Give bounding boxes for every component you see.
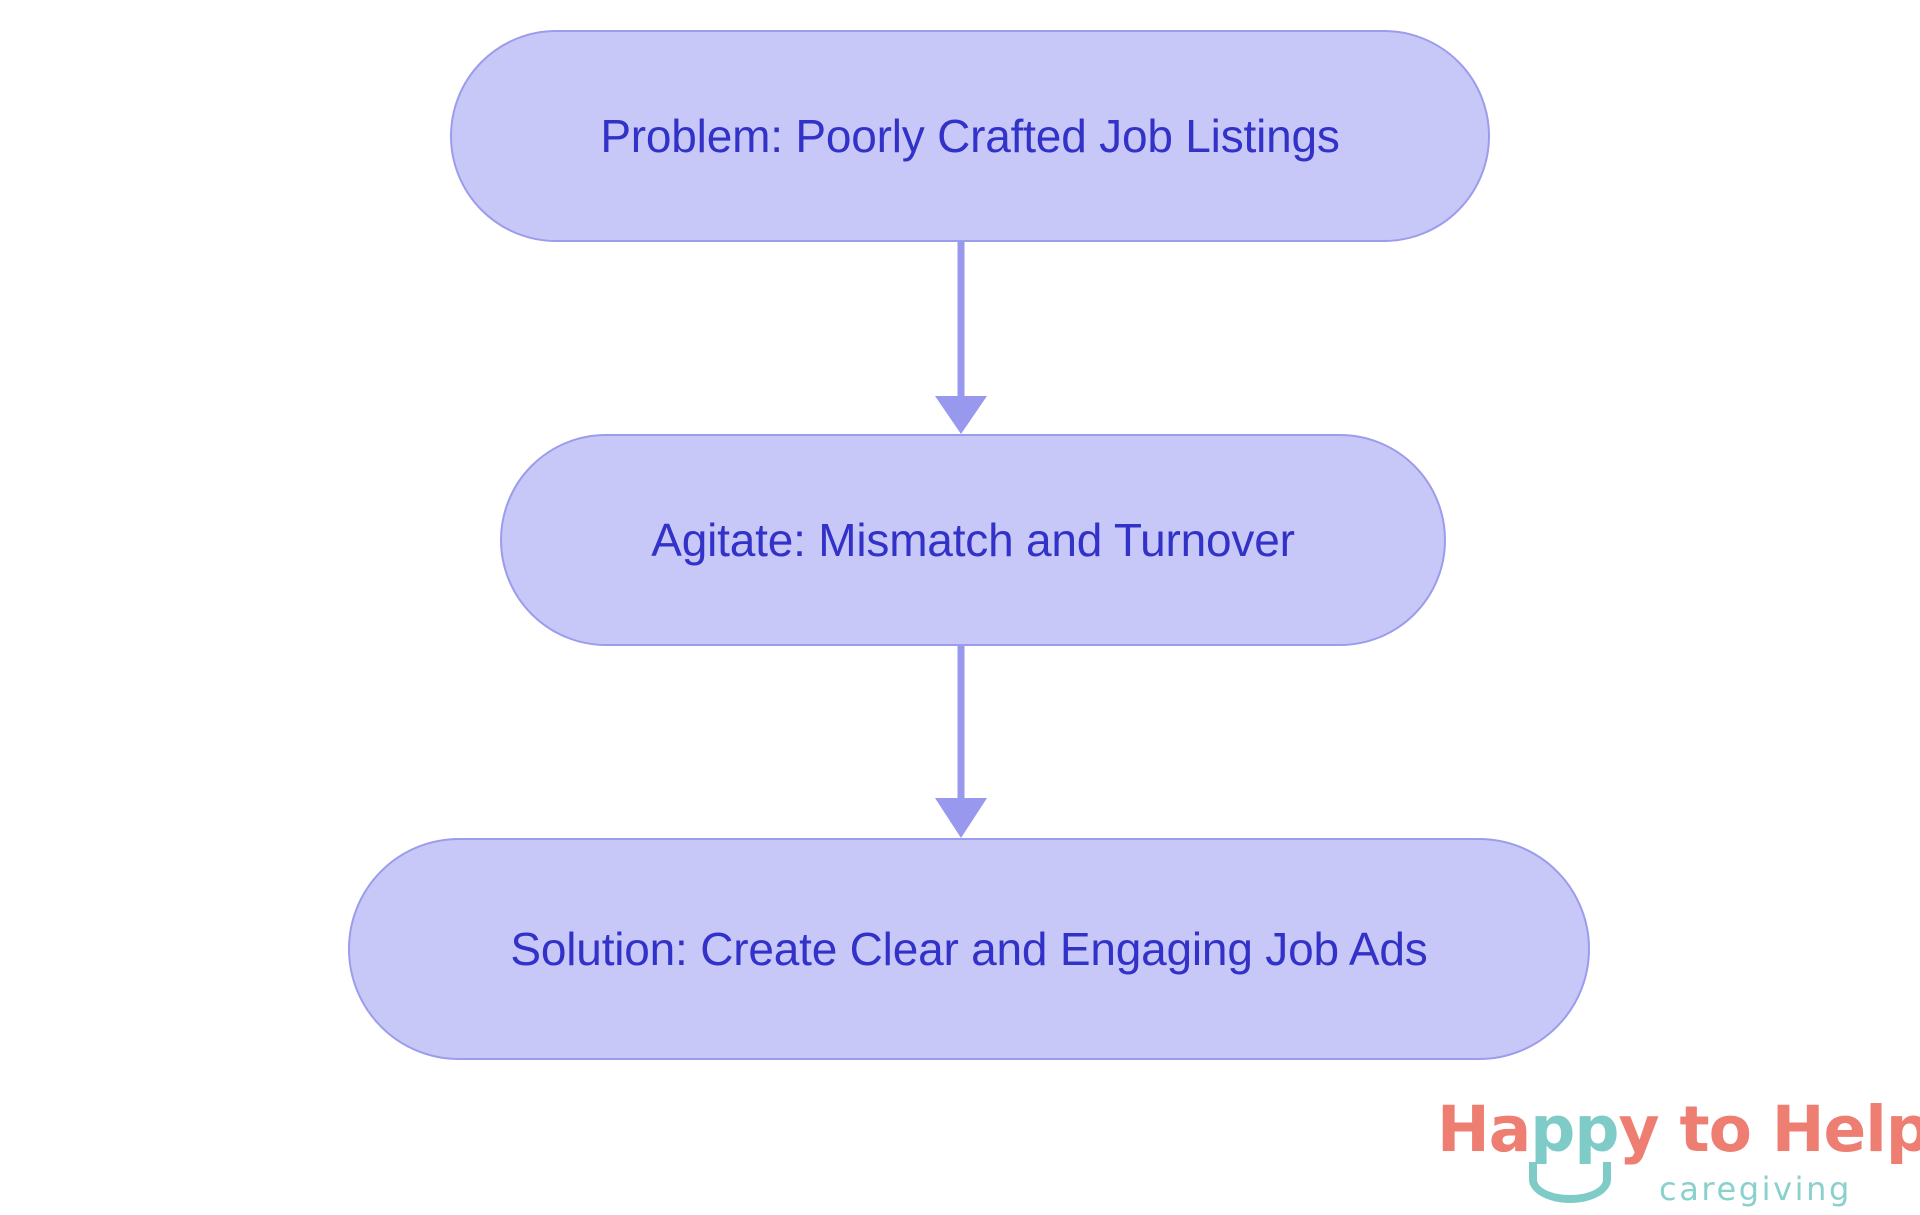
flow-node-problem[interactable]: Problem: Poorly Crafted Job Listings bbox=[450, 30, 1490, 242]
logo-word-help: Help bbox=[1771, 1093, 1920, 1166]
logo-happy-teal: pp bbox=[1530, 1093, 1619, 1166]
logo-happy-suffix: y bbox=[1618, 1093, 1659, 1166]
smile-arc-icon bbox=[1529, 1162, 1611, 1203]
edge-agitate-to-solution bbox=[935, 646, 987, 838]
logo-wordmark: Happy to Help bbox=[1437, 1098, 1920, 1161]
flow-node-solution[interactable]: Solution: Create Clear and Engaging Job … bbox=[348, 838, 1590, 1060]
logo-happy-prefix: Ha bbox=[1437, 1093, 1531, 1166]
logo-tagline: caregiving bbox=[1659, 1170, 1852, 1208]
logo-word-to: to bbox=[1658, 1093, 1772, 1166]
flow-node-problem-label: Problem: Poorly Crafted Job Listings bbox=[600, 109, 1340, 162]
flow-node-solution-label: Solution: Create Clear and Engaging Job … bbox=[510, 922, 1428, 975]
flow-node-agitate-label: Agitate: Mismatch and Turnover bbox=[651, 513, 1295, 566]
flow-node-agitate[interactable]: Agitate: Mismatch and Turnover bbox=[500, 434, 1446, 646]
edge-problem-to-agitate bbox=[935, 242, 987, 434]
brand-logo: Happy to Help caregiving bbox=[1437, 1098, 1920, 1210]
